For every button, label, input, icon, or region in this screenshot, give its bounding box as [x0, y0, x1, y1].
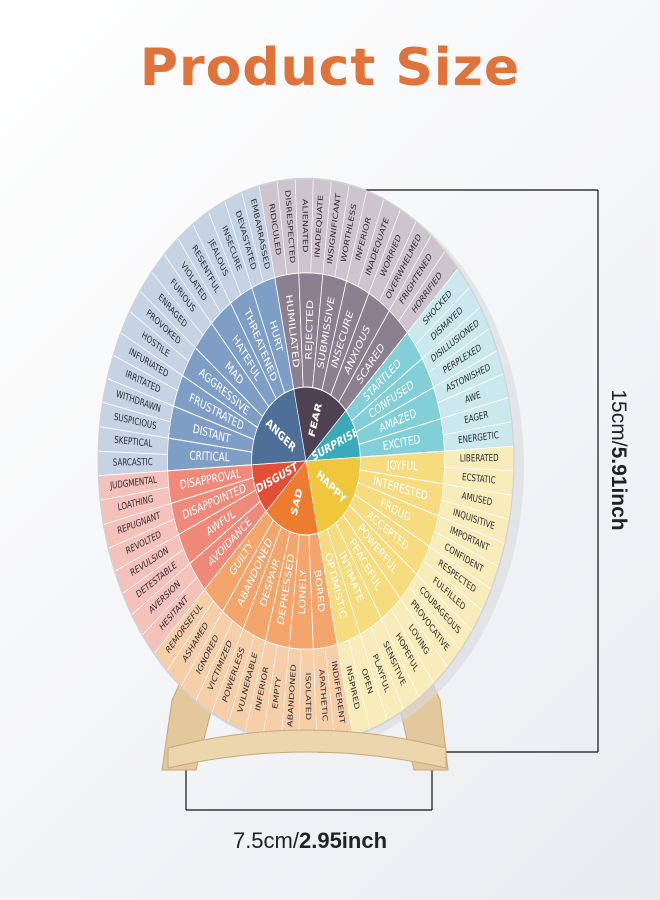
outer-label: ENERGETIC — [458, 430, 499, 447]
height-inch: 5.91inch — [607, 446, 630, 531]
outer-label: ALIENATED — [300, 199, 309, 253]
outer-label: ABANDONED — [286, 663, 298, 727]
outer-label: ISOLATED — [303, 673, 312, 721]
mid-label: LONELY — [297, 569, 309, 615]
width-dimension-label: 7.5cm/2.95inch — [180, 828, 440, 854]
outer-label: SKEPTICAL — [114, 435, 153, 450]
outer-label: LIBERATED — [460, 453, 499, 465]
height-cm: 15cm/ — [607, 389, 630, 447]
outer-label: INADEQUATE — [314, 195, 326, 259]
outer-label: APATHETIC — [317, 669, 329, 722]
mid-label: BORED — [312, 569, 327, 614]
mid-label: CRITICAL — [189, 448, 230, 465]
page-title: Product Size — [139, 38, 521, 98]
feelings-wheel: ANGERCRITICALDISTANTFRUSTRATEDAGGRESSIVE… — [97, 177, 515, 745]
wooden-stand-base — [167, 729, 447, 769]
outer-label: ECSTATIC — [462, 472, 496, 487]
outer-label: EMPTY — [271, 675, 283, 709]
mid-label: REJECTED — [303, 300, 315, 360]
width-cm: 7.5cm/ — [232, 828, 299, 853]
mid-label: JOYFUL — [386, 457, 418, 473]
width-inch: 2.95inch — [298, 828, 388, 853]
outer-label: SARCASTIC — [113, 457, 153, 469]
mid-label: EXCITED — [382, 432, 421, 454]
outer-label: AWE — [464, 390, 482, 407]
